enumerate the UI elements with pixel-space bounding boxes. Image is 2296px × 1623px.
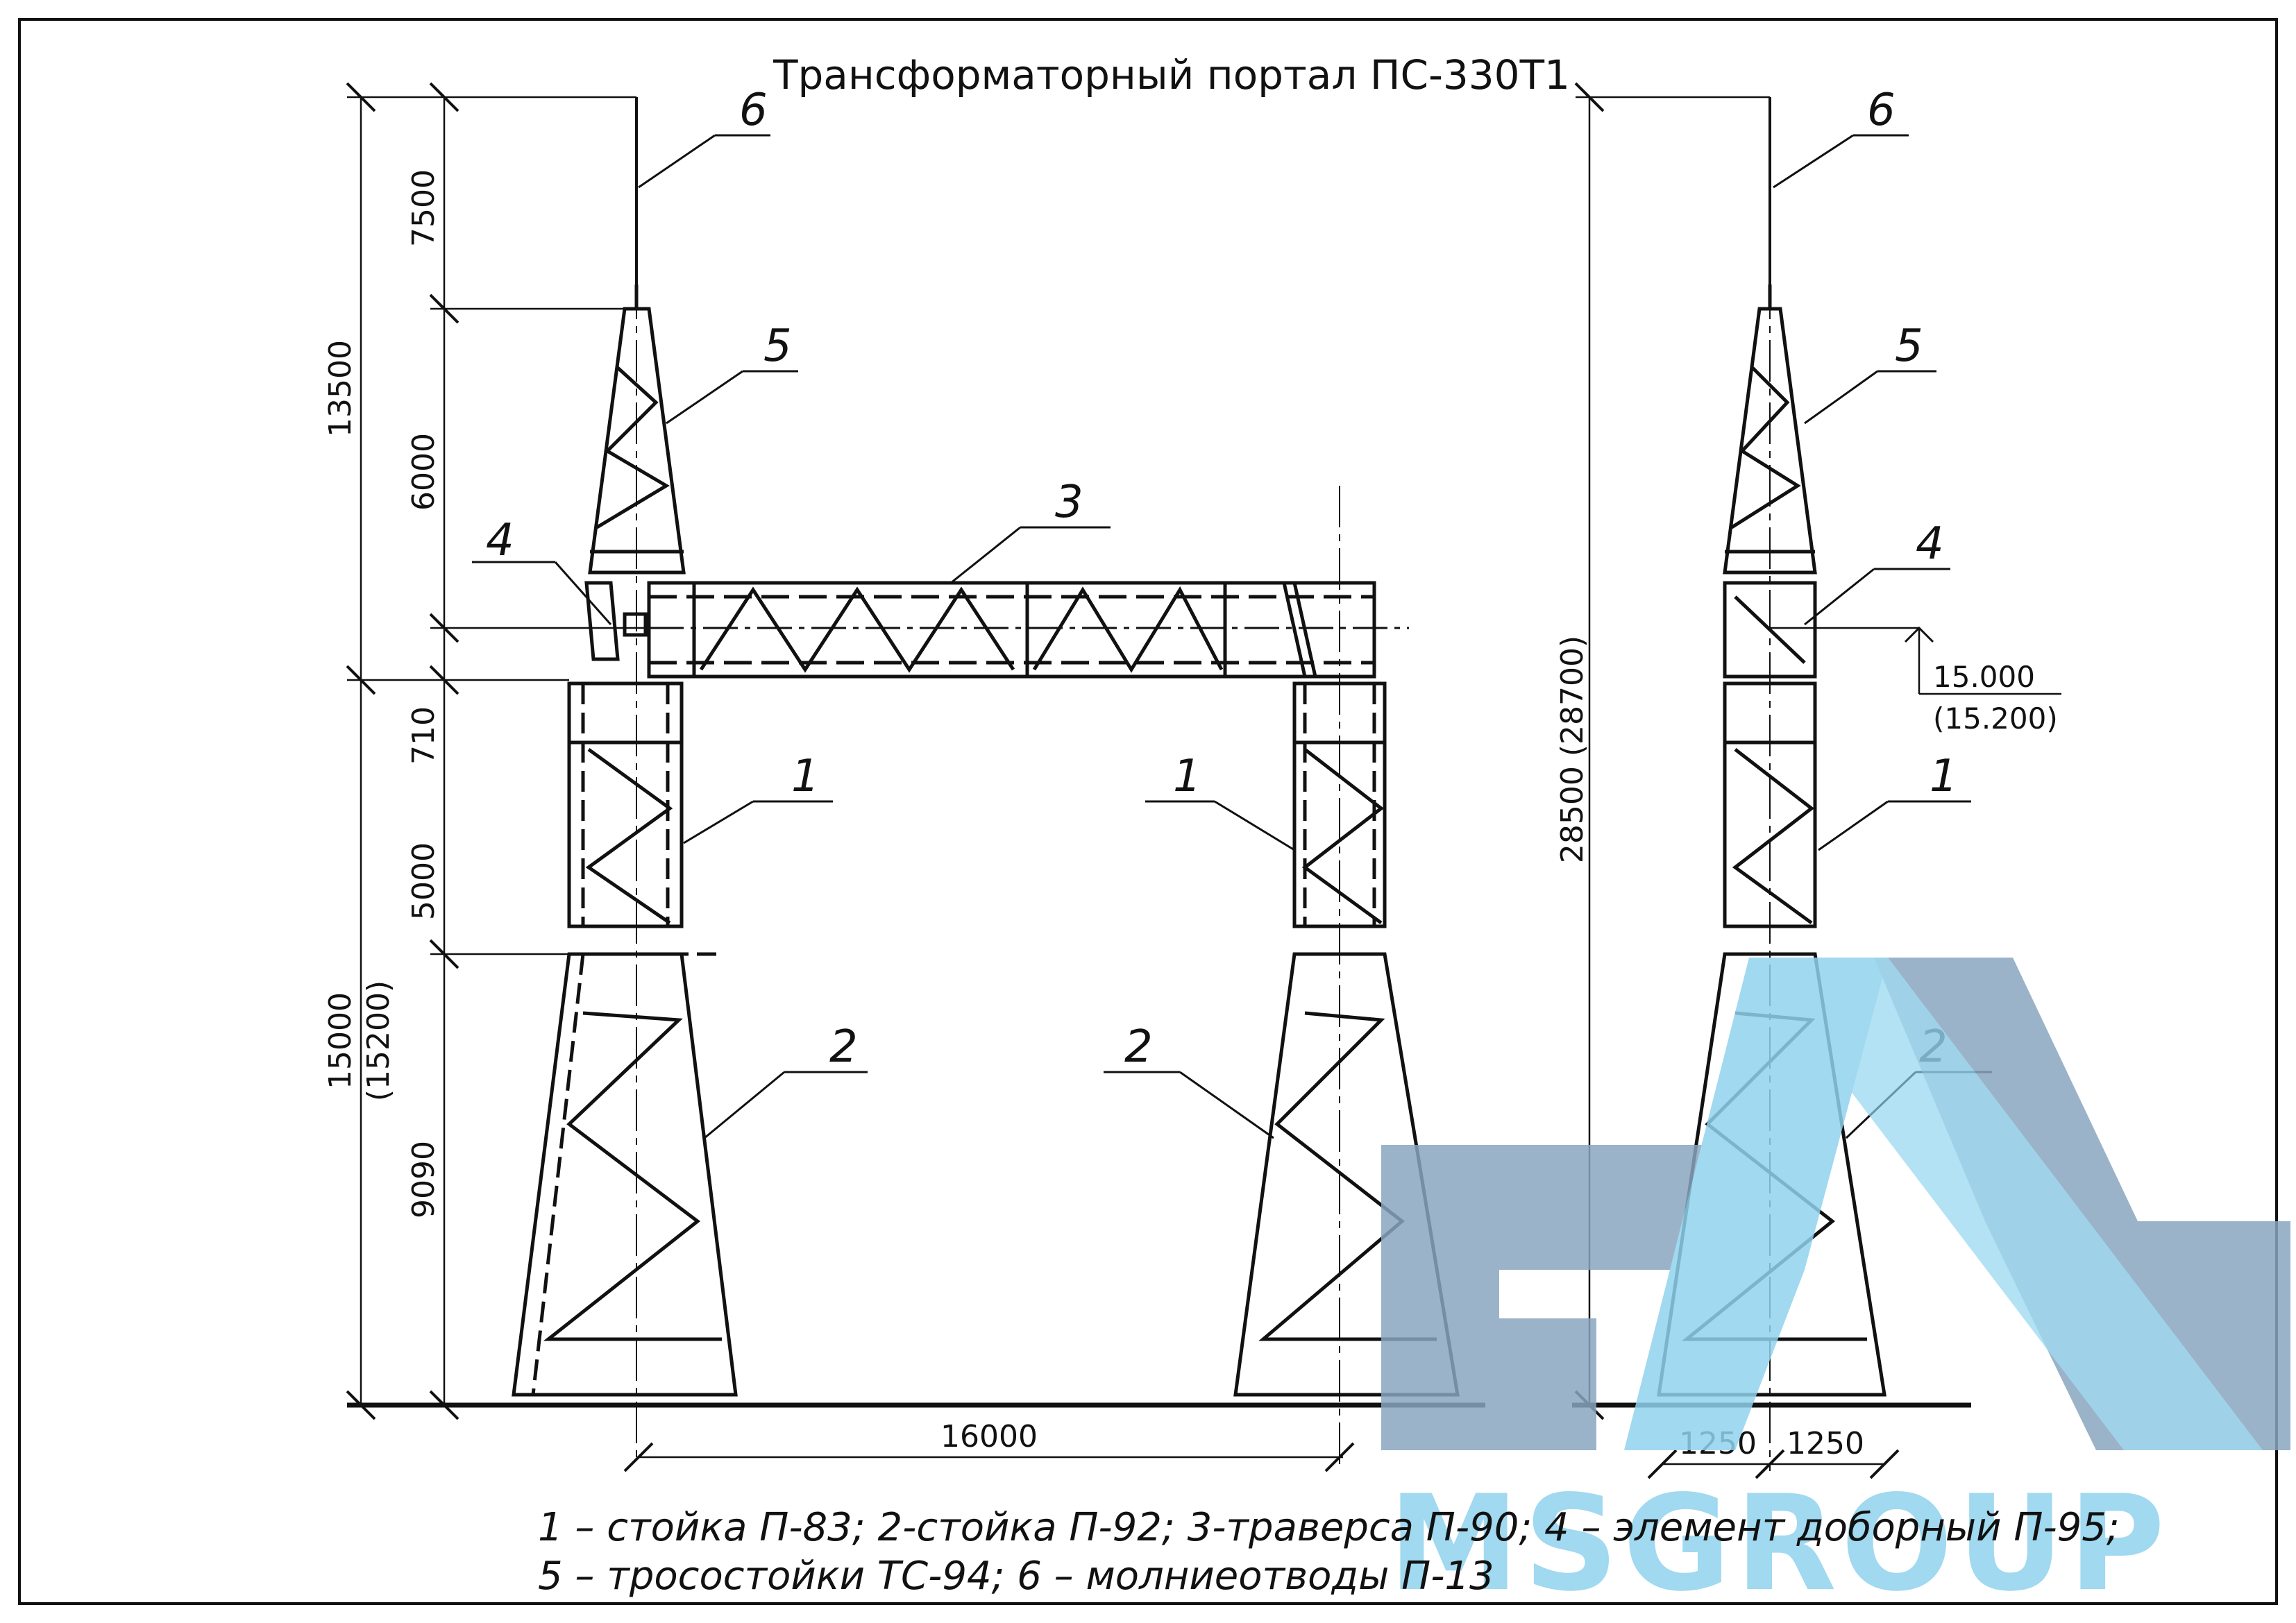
msgroup-logo: MSGROUP: [1381, 958, 2290, 1620]
watermark-text: MSGROUP: [1388, 1467, 2169, 1620]
dim-6000: 6000: [406, 433, 441, 511]
legend: 1 – стойка П-83; 2-стойка П-92; 3-травер…: [538, 1505, 2120, 1599]
callout-1-right: 1: [1930, 751, 1958, 802]
elevation-mark: 15.000 (15.200): [1770, 626, 2061, 736]
dimension-labels: 7500 13500 6000 710 5000 15000 (15200) 9…: [323, 169, 1864, 1461]
callout-5-left: 5: [763, 321, 792, 372]
drawing-title: Трансформаторный портал ПС-330Т1: [773, 51, 1570, 99]
dim-28500: 28500 (28700): [1555, 636, 1590, 863]
dim-5000: 5000: [406, 842, 441, 920]
dim-13500: 13500: [323, 340, 358, 437]
stand-p83-left: [567, 681, 684, 928]
callout-4-left: 4: [486, 515, 514, 566]
element-p95-left: [584, 581, 648, 661]
callout-3: 3: [1055, 477, 1083, 528]
dim-15200: (15200): [361, 980, 396, 1101]
traverse-p90: [647, 581, 1409, 679]
elevation-alt: (15.200): [1933, 702, 2058, 736]
callout-6-right: 6: [1867, 85, 1896, 136]
callout-2-middle: 2: [1124, 1021, 1153, 1073]
stand-p92-left: [512, 952, 738, 1397]
callout-numbers: 6 5 3 4 1 2 1 2 6 5 4 1 2: [486, 85, 1958, 1073]
callout-4-right: 4: [1916, 518, 1944, 570]
callout-1-middle: 1: [1173, 751, 1201, 802]
drawing-frame: [18, 18, 2278, 1605]
callout-1-left: 1: [791, 751, 820, 802]
legend-line-1: 1 – стойка П-83; 2-стойка П-92; 3-травер…: [538, 1505, 2120, 1550]
dim-1250-right: 1250: [1787, 1426, 1864, 1461]
legend-line-2: 5 – тросостойки ТС-94; 6 – молниеотводы …: [538, 1554, 1494, 1599]
dimension-ticks: [346, 82, 1900, 1479]
elevation-value: 15.000: [1933, 660, 2035, 694]
callout-6-left: 6: [739, 85, 768, 136]
left-portal: [347, 97, 1485, 1464]
dim-15000: 15000: [323, 992, 358, 1089]
dim-9090: 9090: [406, 1141, 441, 1218]
dim-16000: 16000: [940, 1419, 1038, 1454]
dim-7500: 7500: [406, 169, 441, 247]
callout-leaders: [472, 134, 1992, 1139]
callout-5-right: 5: [1895, 321, 1923, 372]
callout-2-left: 2: [829, 1021, 858, 1073]
dim-710: 710: [406, 706, 441, 765]
